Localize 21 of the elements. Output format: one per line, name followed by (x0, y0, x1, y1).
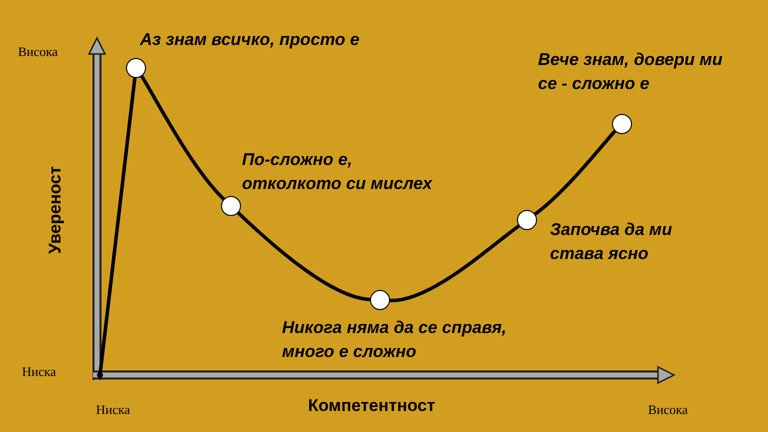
curve-line (98, 76, 137, 374)
curve-line (236, 211, 372, 302)
stage-caption: Аз знам всичко, просто е (140, 29, 360, 51)
axis-end-label: Ниска (96, 401, 130, 419)
curve-line (533, 129, 617, 216)
stage-caption: По-сложно е, отколкото си мислех (242, 149, 434, 195)
point-marker (126, 58, 146, 78)
curve-line (140, 74, 226, 201)
axis-title: Увереност (44, 166, 66, 254)
axis-end-label: Висока (18, 43, 58, 61)
point-marker (517, 210, 537, 230)
axis-end-label: Ниска (22, 363, 56, 381)
point-marker (612, 114, 632, 134)
curve-line (388, 224, 521, 302)
stage-caption: Вече знам, довери ми се - сложно е (538, 49, 724, 95)
axis-end-label: Висока (648, 401, 688, 419)
axis-title: Компетентност (308, 395, 436, 417)
stage-caption: Започва да ми става ясно (550, 219, 674, 265)
point-marker (370, 290, 390, 310)
stage-caption: Никога няма да се справя, много е сложно (282, 317, 508, 363)
point-marker (221, 196, 241, 216)
